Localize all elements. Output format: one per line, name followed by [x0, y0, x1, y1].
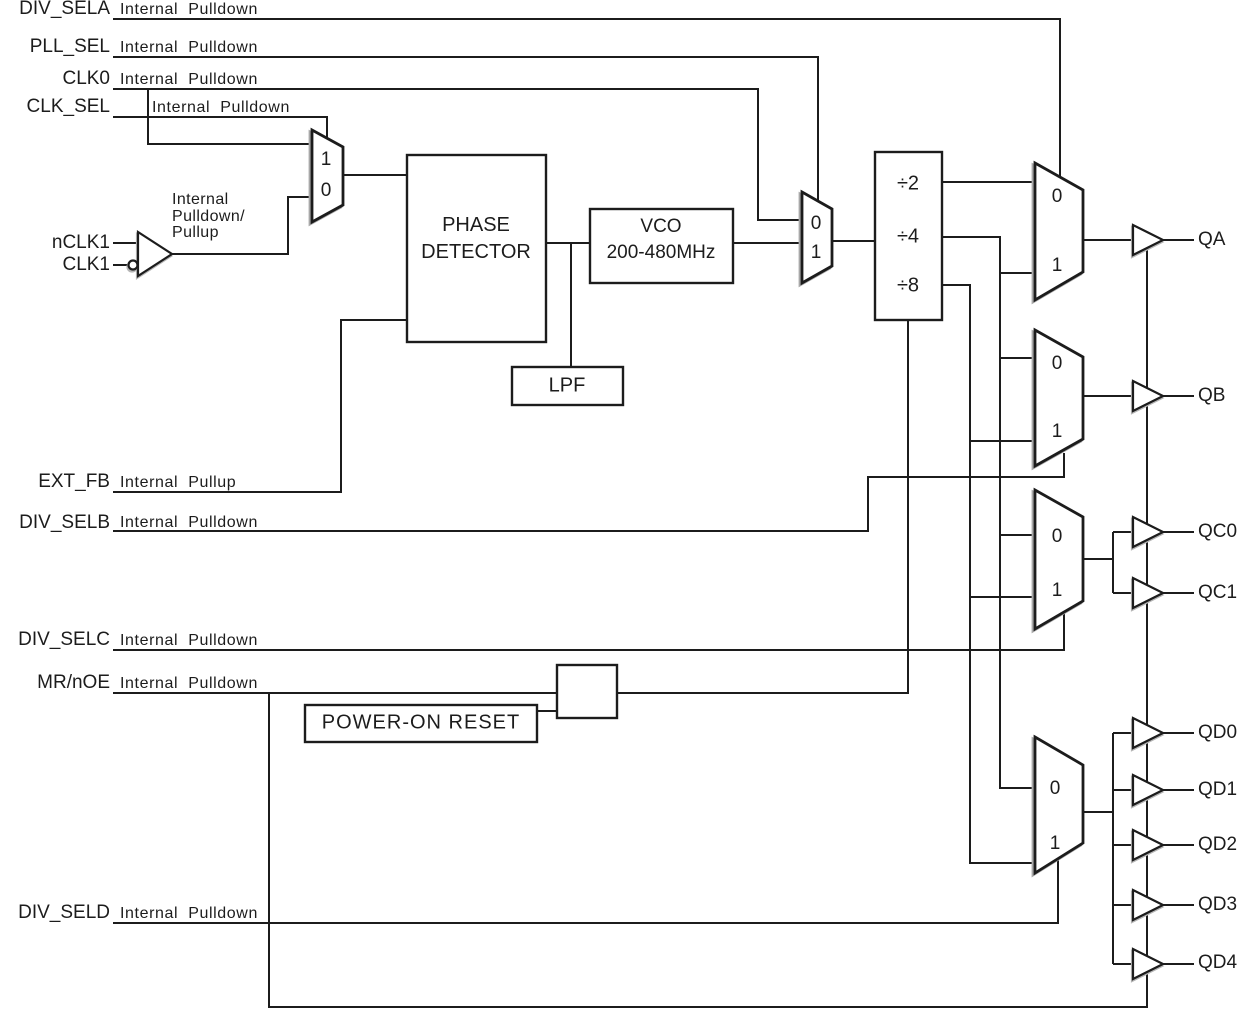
note-clk1-pull: Internal Pulldown/ Pullup: [172, 191, 245, 242]
wire-clk0-branch: [147, 89, 312, 145]
lpf-label: LPF: [548, 374, 586, 397]
wire-clk-sel: [113, 116, 328, 140]
wire-ext-fb: [113, 319, 407, 493]
qd4-output-buffer: [1131, 947, 1166, 981]
bank-d-mux: [1033, 734, 1085, 876]
qa-mux-in0-label: 0: [1051, 186, 1063, 207]
vco-line1: VCO: [640, 216, 682, 237]
qd-mux-in0-label: 0: [1049, 778, 1061, 799]
note-div-sela: Internal Pulldown: [120, 1, 258, 18]
note-pll-sel: Internal Pulldown: [120, 39, 258, 56]
bypass-mux-in1-label: 1: [810, 242, 822, 263]
muxes: [310, 127, 1085, 876]
wire-mr-oe-rail: [268, 247, 1148, 1008]
phase-detector-line2: DETECTOR: [421, 241, 531, 263]
clk1-invert-bubble: [127, 259, 139, 271]
bank-b-mux: [1033, 327, 1085, 469]
phase-detector-box: [405, 153, 548, 344]
bank-a-mux: [1033, 160, 1085, 303]
qb-output-buffer: [1131, 379, 1166, 413]
wire-div4-out: [942, 236, 1035, 789]
divider-div8-label: ÷8: [896, 274, 920, 297]
output-qc1: QC1: [1198, 582, 1238, 603]
note-div-selb: Internal Pulldown: [120, 514, 258, 531]
output-qd2: QD2: [1198, 834, 1238, 855]
power-on-reset-label: POWER-ON RESET: [321, 711, 521, 734]
clk1-input-buffer: [136, 229, 175, 279]
pin-clk0: CLK0: [62, 68, 110, 89]
power-on-reset-square: [555, 663, 619, 720]
note-mr-noe: Internal Pulldown: [120, 675, 258, 692]
bypass-mux-in0-label: 0: [810, 213, 822, 234]
phase-detector-label: PHASE DETECTOR: [421, 212, 531, 266]
wire-mr-noe: [113, 320, 909, 694]
divider-box: [873, 150, 944, 322]
output-qd3: QD3: [1198, 894, 1238, 915]
output-qd1: QD1: [1198, 779, 1238, 800]
wire-diffbuf-out: [172, 196, 312, 255]
pin-mr-noe: MR/nOE: [37, 672, 110, 693]
wire-div-selc: [113, 613, 1065, 651]
clk-mux-in1-label: 1: [320, 149, 332, 170]
blocks: [303, 150, 944, 744]
wire-div-selb: [113, 453, 1065, 532]
note-clk-sel: Internal Pulldown: [152, 99, 290, 116]
divider-div4-label: ÷4: [896, 225, 920, 248]
qd1-output-buffer: [1131, 773, 1166, 807]
pll-bypass-mux: [800, 189, 834, 286]
note-clk1-line3: Pullup: [172, 224, 219, 241]
pin-div-selc: DIV_SELC: [18, 629, 110, 650]
qb-mux-in0-label: 0: [1051, 353, 1063, 374]
qa-mux-in1-label: 1: [1051, 255, 1063, 276]
pin-ext-fb: EXT_FB: [38, 471, 110, 492]
power-on-reset-label-box: [303, 703, 539, 744]
qc-mux-in1-label: 1: [1051, 580, 1063, 601]
wire-div8-out: [942, 284, 1035, 864]
qd2-output-buffer: [1131, 828, 1166, 862]
pin-clk-sel: CLK_SEL: [26, 96, 110, 117]
output-qc0: QC0: [1198, 521, 1238, 542]
output-qa: QA: [1198, 229, 1226, 250]
note-clk1-line2: Pulldown/: [172, 207, 245, 225]
wire-pll-sel: [113, 56, 819, 202]
note-div-selc: Internal Pulldown: [120, 632, 258, 649]
bank-c-mux: [1033, 487, 1085, 632]
phase-detector-line1: PHASE: [442, 214, 510, 236]
divider-div2-label: ÷2: [896, 172, 920, 195]
output-qd4: QD4: [1198, 952, 1238, 973]
pin-pll-sel: PLL_SEL: [29, 36, 110, 57]
qa-output-buffer: [1131, 223, 1166, 257]
note-ext-fb: Internal Pullup: [120, 474, 237, 491]
qd0-output-buffer: [1131, 716, 1166, 750]
vco-line2: 200-480MHz: [606, 242, 716, 263]
clk-select-mux: [310, 127, 345, 225]
wire-div-seld: [113, 859, 1059, 924]
qd-mux-in1-label: 1: [1049, 833, 1061, 854]
qc1-output-buffer: [1131, 576, 1166, 610]
output-qd0: QD0: [1198, 722, 1238, 743]
buffers: [127, 223, 1166, 981]
pin-div-selb: DIV_SELB: [19, 512, 110, 533]
vco-label: VCO 200-480MHz: [607, 214, 716, 266]
pin-div-sela: DIV_SELA: [19, 0, 110, 19]
note-clk0: Internal Pulldown: [120, 71, 258, 88]
clk-mux-in0-label: 0: [320, 180, 332, 201]
note-div-seld: Internal Pulldown: [120, 905, 258, 922]
wire-div-sela: [113, 18, 1061, 178]
wires: [113, 18, 1194, 1008]
qb-mux-in1-label: 1: [1051, 421, 1063, 442]
qc0-output-buffer: [1131, 515, 1166, 549]
qd3-output-buffer: [1131, 888, 1166, 922]
output-qb: QB: [1198, 385, 1226, 406]
pin-div-seld: DIV_SELD: [18, 902, 110, 923]
lpf-box: [510, 365, 625, 407]
note-clk1-line1: Internal: [172, 191, 229, 208]
vco-box: [588, 207, 735, 285]
wire-clk0: [113, 88, 802, 221]
pin-clk1: CLK1: [62, 254, 110, 275]
qc-mux-in0-label: 0: [1051, 526, 1063, 547]
pin-nclk1: nCLK1: [51, 232, 110, 253]
